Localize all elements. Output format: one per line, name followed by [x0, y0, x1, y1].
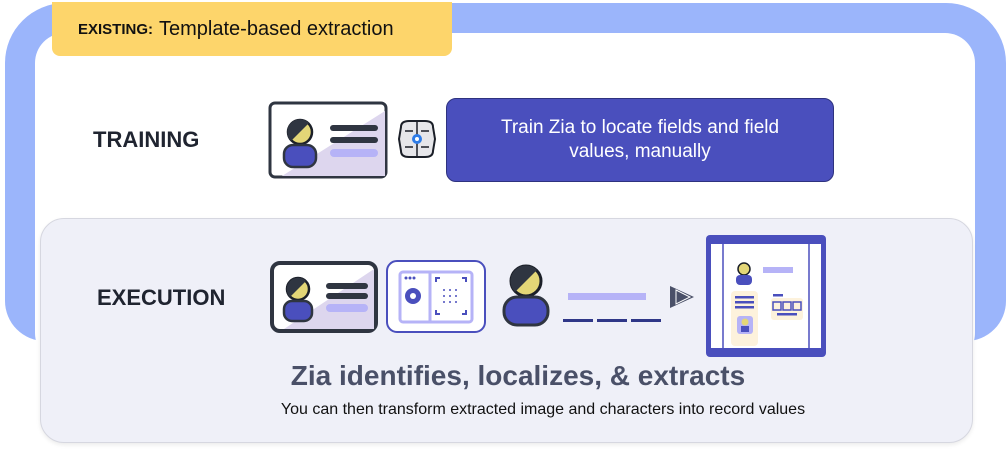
id-card-icon [270, 261, 378, 333]
banner-bold: EXISTING: [78, 20, 154, 38]
existing-banner: EXISTING: Template-based extraction [52, 2, 452, 56]
scanner-icon [386, 260, 486, 333]
ai-brain-icon [397, 120, 437, 158]
execution-subtitle: You can then transform extracted image a… [280, 401, 806, 418]
id-card-icon [268, 101, 388, 179]
document-record-icon [706, 235, 826, 357]
person-icon [502, 264, 550, 327]
training-heading: TRAINING [93, 127, 200, 152]
text-lines-icon [563, 293, 661, 322]
banner-text: Template-based extraction [159, 17, 394, 40]
train-zia-description: Train Zia to locate fields and field val… [446, 98, 834, 182]
execution-heading: EXECUTION [97, 285, 226, 310]
execution-title: Zia identifies, localizes, & extracts [290, 360, 746, 391]
arrow-icon [670, 286, 694, 308]
